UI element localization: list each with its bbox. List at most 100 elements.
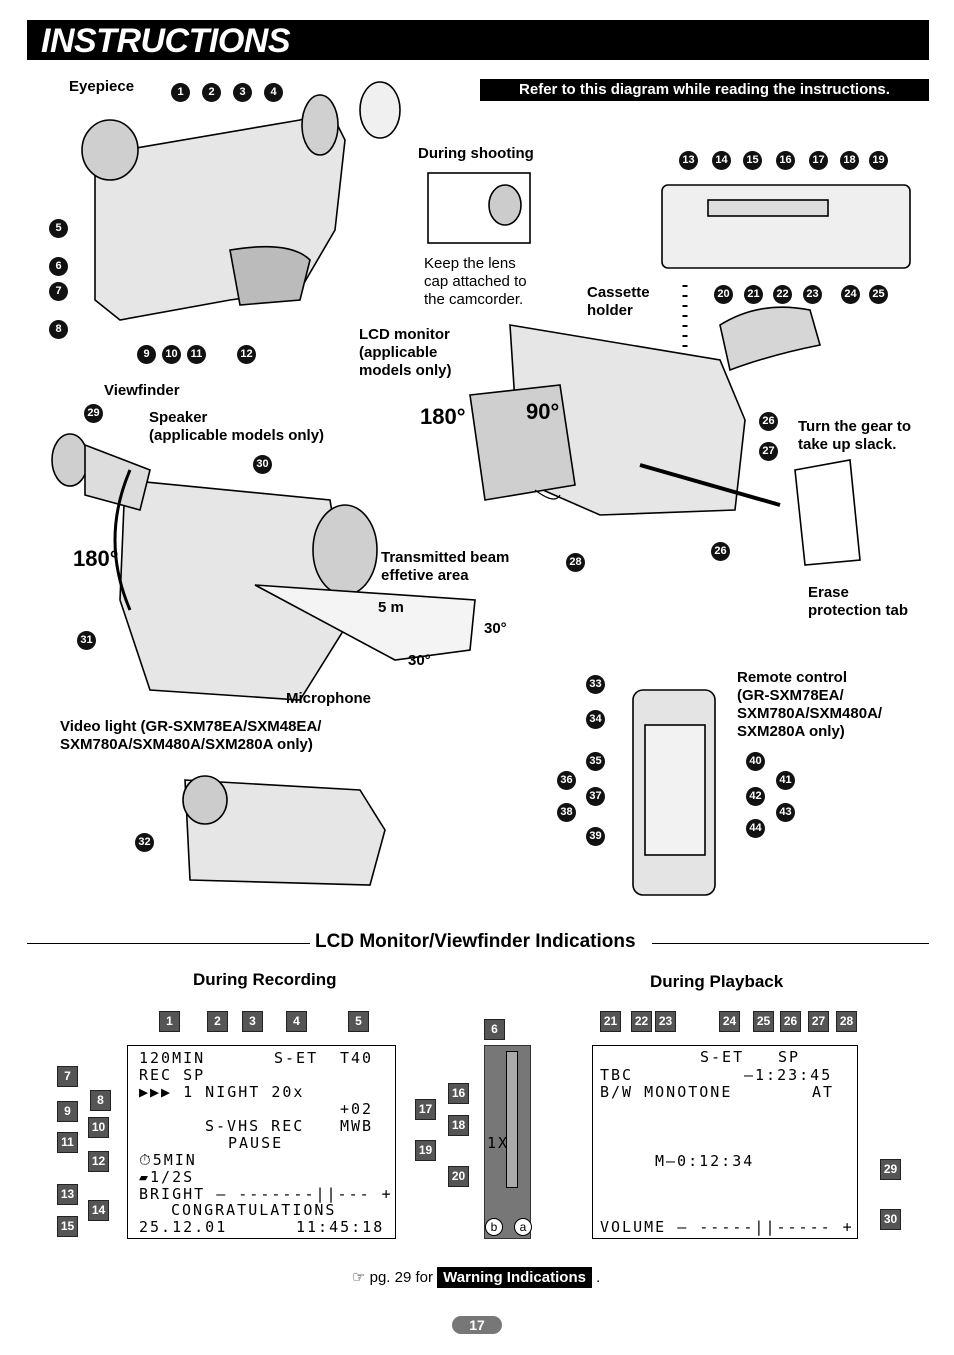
indicator-number: 8 [90,1090,111,1111]
rec-exposure: +02 [340,1100,374,1118]
rec-shutter-value: 1/2S [150,1168,195,1186]
playback-title: During Playback [650,972,784,991]
callout: 7 [49,282,68,301]
label-angle-30-b: 30° [408,652,431,669]
callout: 2 [202,83,221,102]
camcorder-body-rear [119,479,351,701]
callout: 24 [841,285,860,304]
camcorder-diagram [51,81,911,896]
reference-note: Refer to this diagram while reading the … [480,79,929,101]
indications-title: LCD Monitor/Viewfinder Indications [315,931,636,952]
page-number: 17 [452,1316,502,1334]
indicator-number: 6 [484,1019,505,1040]
indicator-number: 30 [880,1209,901,1230]
rec-night: 1 NIGHT 20x [183,1083,305,1101]
divider-left [27,943,310,944]
zoom-value: 1X [487,1134,510,1152]
eyepiece-shape [81,119,139,181]
play-set: S-ET [700,1048,745,1066]
label-lens-cap-note: Keep the lens cap attached to the camcor… [424,255,527,308]
rec-timer-value: 5MIN [152,1151,197,1169]
indicator-number: 10 [88,1117,109,1138]
callout: 13 [679,151,698,170]
label-eyepiece: Eyepiece [69,78,135,95]
indicator-number: 21 [600,1011,621,1032]
indicator-number: 20 [448,1166,469,1187]
rec-title: CONGRATULATIONS [171,1201,337,1219]
zoom-label-b: b [485,1218,503,1236]
rec-bright: BRIGHT – -------||--- + [139,1185,393,1203]
callout: 44 [746,819,765,838]
callout: 15 [743,151,762,170]
zoom-bar [506,1051,518,1188]
callout: 10 [162,345,181,364]
callout: 9 [137,345,156,364]
rec-pause: PAUSE [228,1134,284,1152]
indicator-number: 17 [415,1099,436,1120]
callout: 30 [253,455,272,474]
label-angle-30-a: 30° [484,620,507,637]
indicator-number: 4 [286,1011,307,1032]
indicator-number: 25 [753,1011,774,1032]
indicator-number: 29 [880,1159,901,1180]
callout: 37 [586,787,605,806]
label-angle-90: 90° [526,399,560,424]
callout: 14 [712,151,731,170]
camcorder-body-bottom [184,779,386,886]
callout: 32 [135,833,154,852]
label-angle-180-vf: 180° [73,546,119,571]
indicator-number: 3 [242,1011,263,1032]
indicator-number: 13 [57,1184,78,1205]
callout: 35 [586,752,605,771]
label-speaker: Speaker (applicable models only) [149,409,325,444]
indicator-number: 16 [448,1083,469,1104]
playback-lcd [592,1045,858,1239]
label-turn-gear: Turn the gear to take up slack. [798,418,912,453]
rec-tape-length: 120MIN [139,1049,206,1067]
callout: 33 [586,675,605,694]
callout: 6 [49,257,68,276]
play-monotone: B/W MONOTONE [600,1083,733,1101]
callout: 20 [714,285,733,304]
label-cassette-holder: Cassette holder [587,284,650,319]
rec-timer: ⏱5MIN [139,1151,197,1169]
play-tbc: TBC [600,1066,634,1084]
indicator-number: 19 [415,1140,436,1161]
lens-cap-shape [359,81,401,139]
callout: 23 [803,285,822,304]
callout: 26 [711,542,730,561]
label-viewfinder: Viewfinder [104,382,180,399]
indicator-number: 23 [655,1011,676,1032]
callout: 22 [773,285,792,304]
callout: 41 [776,771,795,790]
rec-speed: REC SP [139,1066,206,1084]
callout: 36 [557,771,576,790]
callout: 26 [759,412,778,431]
footer-prefix: ☞ pg. 29 for [352,1269,433,1286]
divider-right [652,943,929,944]
recording-title: During Recording [193,970,337,989]
callout: 31 [77,631,96,650]
label-during-shooting: During shooting [418,145,534,162]
zoom-panel [484,1045,531,1239]
callout: 42 [746,787,765,806]
label-remote-control: Remote control (GR-SXM78EA/ SXM780A/SXM4… [737,669,883,740]
callout: 38 [557,803,576,822]
page-title: INSTRUCTIONS [41,22,291,60]
label-lcd-monitor: LCD monitor (applicable models only) [359,326,452,379]
indicator-number: 27 [808,1011,829,1032]
callout: 21 [744,285,763,304]
callout: 25 [869,285,888,304]
rec-mode-line: ▶▶▶ 1 NIGHT 20x [139,1083,305,1101]
warning-indications-badge: Warning Indications [437,1267,592,1288]
indicator-number: 5 [348,1011,369,1032]
callout: 12 [237,345,256,364]
callout: 34 [586,710,605,729]
callout: 29 [84,404,103,423]
rec-mwb: MWB [340,1117,374,1135]
callout: 40 [746,752,765,771]
indicator-number: 9 [57,1101,78,1122]
callout: 17 [809,151,828,170]
callout: 39 [586,827,605,846]
callout: 28 [566,553,585,572]
